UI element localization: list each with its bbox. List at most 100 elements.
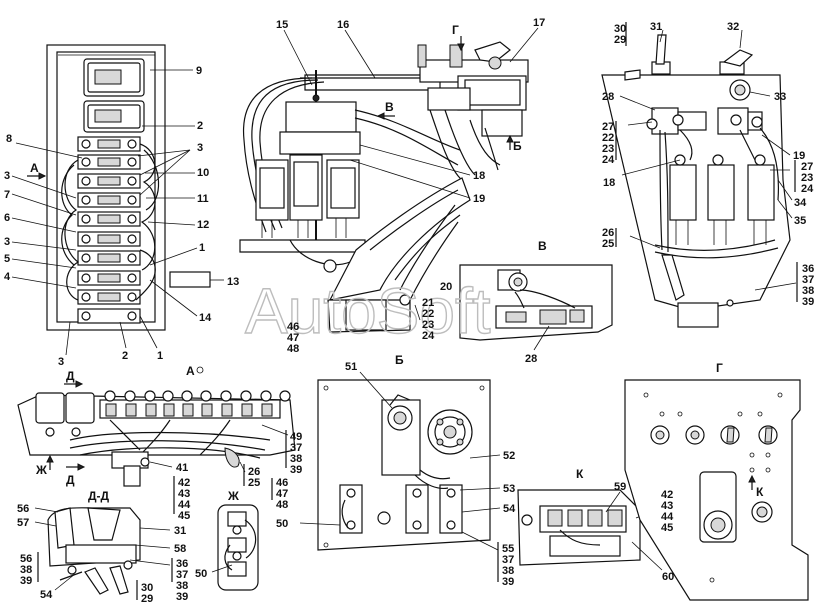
callout: 29 [141, 593, 153, 605]
callout: 9 [196, 65, 202, 77]
callout: 1 [157, 350, 163, 362]
callout: 49 [290, 431, 302, 443]
callout: 43 [178, 488, 190, 500]
top-right-bracket [601, 22, 798, 328]
callout: 11 [197, 193, 209, 205]
callout: 39 [502, 576, 514, 588]
callout: 29 [614, 34, 626, 46]
callout: 31 [174, 525, 186, 537]
callout: 48 [276, 499, 288, 511]
view-a-strip [17, 366, 296, 514]
callout: 37 [290, 442, 302, 454]
callout: 43 [661, 500, 673, 512]
callout: 37 [802, 274, 814, 286]
callout: 46 [276, 477, 288, 489]
callout: 45 [178, 510, 190, 522]
section-labels: А В Г Б В Г Б А Д Д Ж Д-Д Ж К К [30, 23, 764, 503]
callout: 58 [174, 543, 186, 555]
callout: 30 [141, 582, 153, 594]
callout: 3 [197, 142, 203, 154]
callout: 46 [287, 321, 299, 333]
callout: 56 [17, 503, 29, 515]
label-dd-view: Д-Д [88, 489, 110, 503]
callout: 20 [440, 281, 452, 293]
callout: 31 [650, 21, 662, 33]
view-g-panel [624, 379, 809, 601]
callout: 23 [422, 319, 434, 331]
callout: 26 [248, 466, 260, 478]
callout: 3 [4, 170, 10, 182]
callout: 39 [290, 464, 302, 476]
callout: 21 [422, 297, 434, 309]
callout: 4 [4, 271, 11, 283]
callout: 19 [473, 193, 485, 205]
fuse-panel [11, 44, 224, 356]
callout: 14 [199, 312, 212, 324]
callout: 37 [176, 569, 188, 581]
callout: 45 [661, 522, 673, 534]
label-d-arrow-bottom: Д [66, 473, 75, 487]
label-g-view: Г [716, 361, 723, 375]
callout: 25 [248, 477, 260, 489]
callout: 7 [4, 189, 10, 201]
label-b-arrow: Б [513, 139, 522, 153]
callout: 32 [727, 21, 739, 33]
callout: 47 [287, 332, 299, 344]
label-zh-view: Ж [227, 489, 239, 503]
callout: 51 [345, 361, 357, 373]
callout: 3 [58, 356, 64, 368]
callout: 22 [422, 308, 434, 320]
callout: 54 [40, 589, 53, 601]
callout: 15 [276, 19, 288, 31]
main-harness-assembly [239, 27, 539, 333]
callout: 38 [20, 564, 32, 576]
callout: 50 [276, 518, 288, 530]
callout: 5 [4, 253, 10, 265]
callout: 56 [20, 553, 32, 565]
callout: 35 [794, 215, 806, 227]
callout: 44 [661, 511, 674, 523]
callout: 39 [176, 591, 188, 603]
callout: 19 [793, 150, 805, 162]
callout: 24 [801, 183, 814, 195]
callout: 42 [178, 477, 190, 489]
callout: 2 [197, 120, 203, 132]
callout: 47 [276, 488, 288, 500]
callout: 10 [197, 167, 209, 179]
callout: 28 [602, 91, 614, 103]
callout: 26 [602, 227, 614, 239]
callout: 24 [422, 330, 435, 342]
callout: 52 [503, 450, 515, 462]
callout: 22 [602, 132, 614, 144]
callout: 55 [502, 543, 514, 555]
callout: 53 [503, 483, 515, 495]
callout: 12 [197, 219, 209, 231]
callout: 42 [661, 489, 673, 501]
watermark-text: AutoSoft [245, 275, 491, 347]
view-k-detail [517, 486, 663, 571]
callout: 41 [176, 462, 188, 474]
callout: 44 [178, 499, 191, 511]
callout: 13 [227, 276, 239, 288]
callout: 3 [4, 236, 10, 248]
callout: 34 [794, 197, 807, 209]
callout: 18 [473, 170, 485, 182]
callout: 16 [337, 19, 349, 31]
callout: 23 [801, 172, 813, 184]
label-k-view: К [576, 467, 584, 481]
callout: 38 [176, 580, 188, 592]
callout: 27 [602, 121, 614, 133]
label-g-arrow: Г [452, 23, 459, 37]
callout: 38 [802, 285, 814, 297]
callout: 38 [502, 565, 514, 577]
label-v-view: В [538, 239, 547, 253]
callout: 27 [801, 161, 813, 173]
callout: 48 [287, 343, 299, 355]
callout: 59 [614, 481, 626, 493]
callout: 6 [4, 212, 10, 224]
callout: 25 [602, 238, 614, 250]
callout: 24 [602, 154, 615, 166]
callout: 57 [17, 517, 29, 529]
